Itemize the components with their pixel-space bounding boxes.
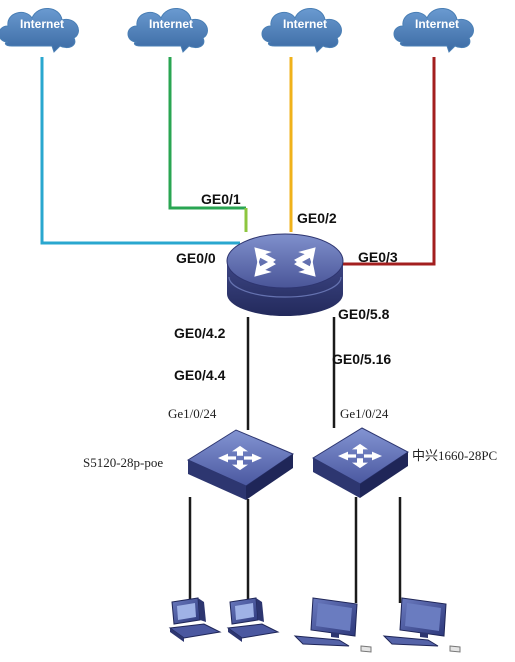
switch1-name: S5120-28p-poe — [83, 455, 163, 470]
pc-4-icon — [382, 597, 461, 653]
pc-2-icon — [226, 597, 280, 642]
port-label-ge0-5-16: GE0/5.16 — [332, 351, 391, 367]
cloud-internet-3-icon: Internet — [261, 8, 342, 53]
port-label-ge0-5-8: GE0/5.8 — [338, 306, 390, 322]
port-label-ge0-4-2: GE0/4.2 — [174, 325, 226, 341]
port-label-ge0-2: GE0/2 — [297, 210, 337, 226]
port-label-ge0-3: GE0/3 — [358, 249, 398, 265]
port-label-ge0-1: GE0/1 — [201, 191, 241, 207]
cloud-label: Internet — [283, 17, 327, 31]
cloud-internet-4-icon: Internet — [393, 8, 474, 53]
switch2-name: 中兴1660-28PC — [412, 448, 497, 463]
port-label-ge0-4-4: GE0/4.4 — [174, 367, 226, 383]
cloud-label: Internet — [415, 17, 459, 31]
port-label-ge0-0: GE0/0 — [176, 250, 216, 266]
cloud-label: Internet — [20, 17, 64, 31]
switch-zte1660-icon — [312, 427, 409, 498]
link-internet1-ge0-0 — [40, 57, 240, 245]
switch-s5120-icon — [186, 429, 295, 500]
pc-3-icon — [293, 597, 372, 653]
switch2-uplink-label: Ge1/0/24 — [340, 406, 389, 421]
cloud-label: Internet — [149, 17, 193, 31]
cloud-internet-2-icon: Internet — [127, 8, 208, 53]
links — [40, 57, 436, 603]
link-internet4-ge0-3 — [342, 57, 436, 266]
link-internet2-ge0-1 — [168, 57, 246, 210]
router-icon — [226, 233, 344, 316]
cloud-internet-1-icon: Internet — [0, 8, 79, 53]
switch1-uplink-label: Ge1/0/24 — [168, 406, 217, 421]
pc-1-icon — [168, 597, 222, 642]
